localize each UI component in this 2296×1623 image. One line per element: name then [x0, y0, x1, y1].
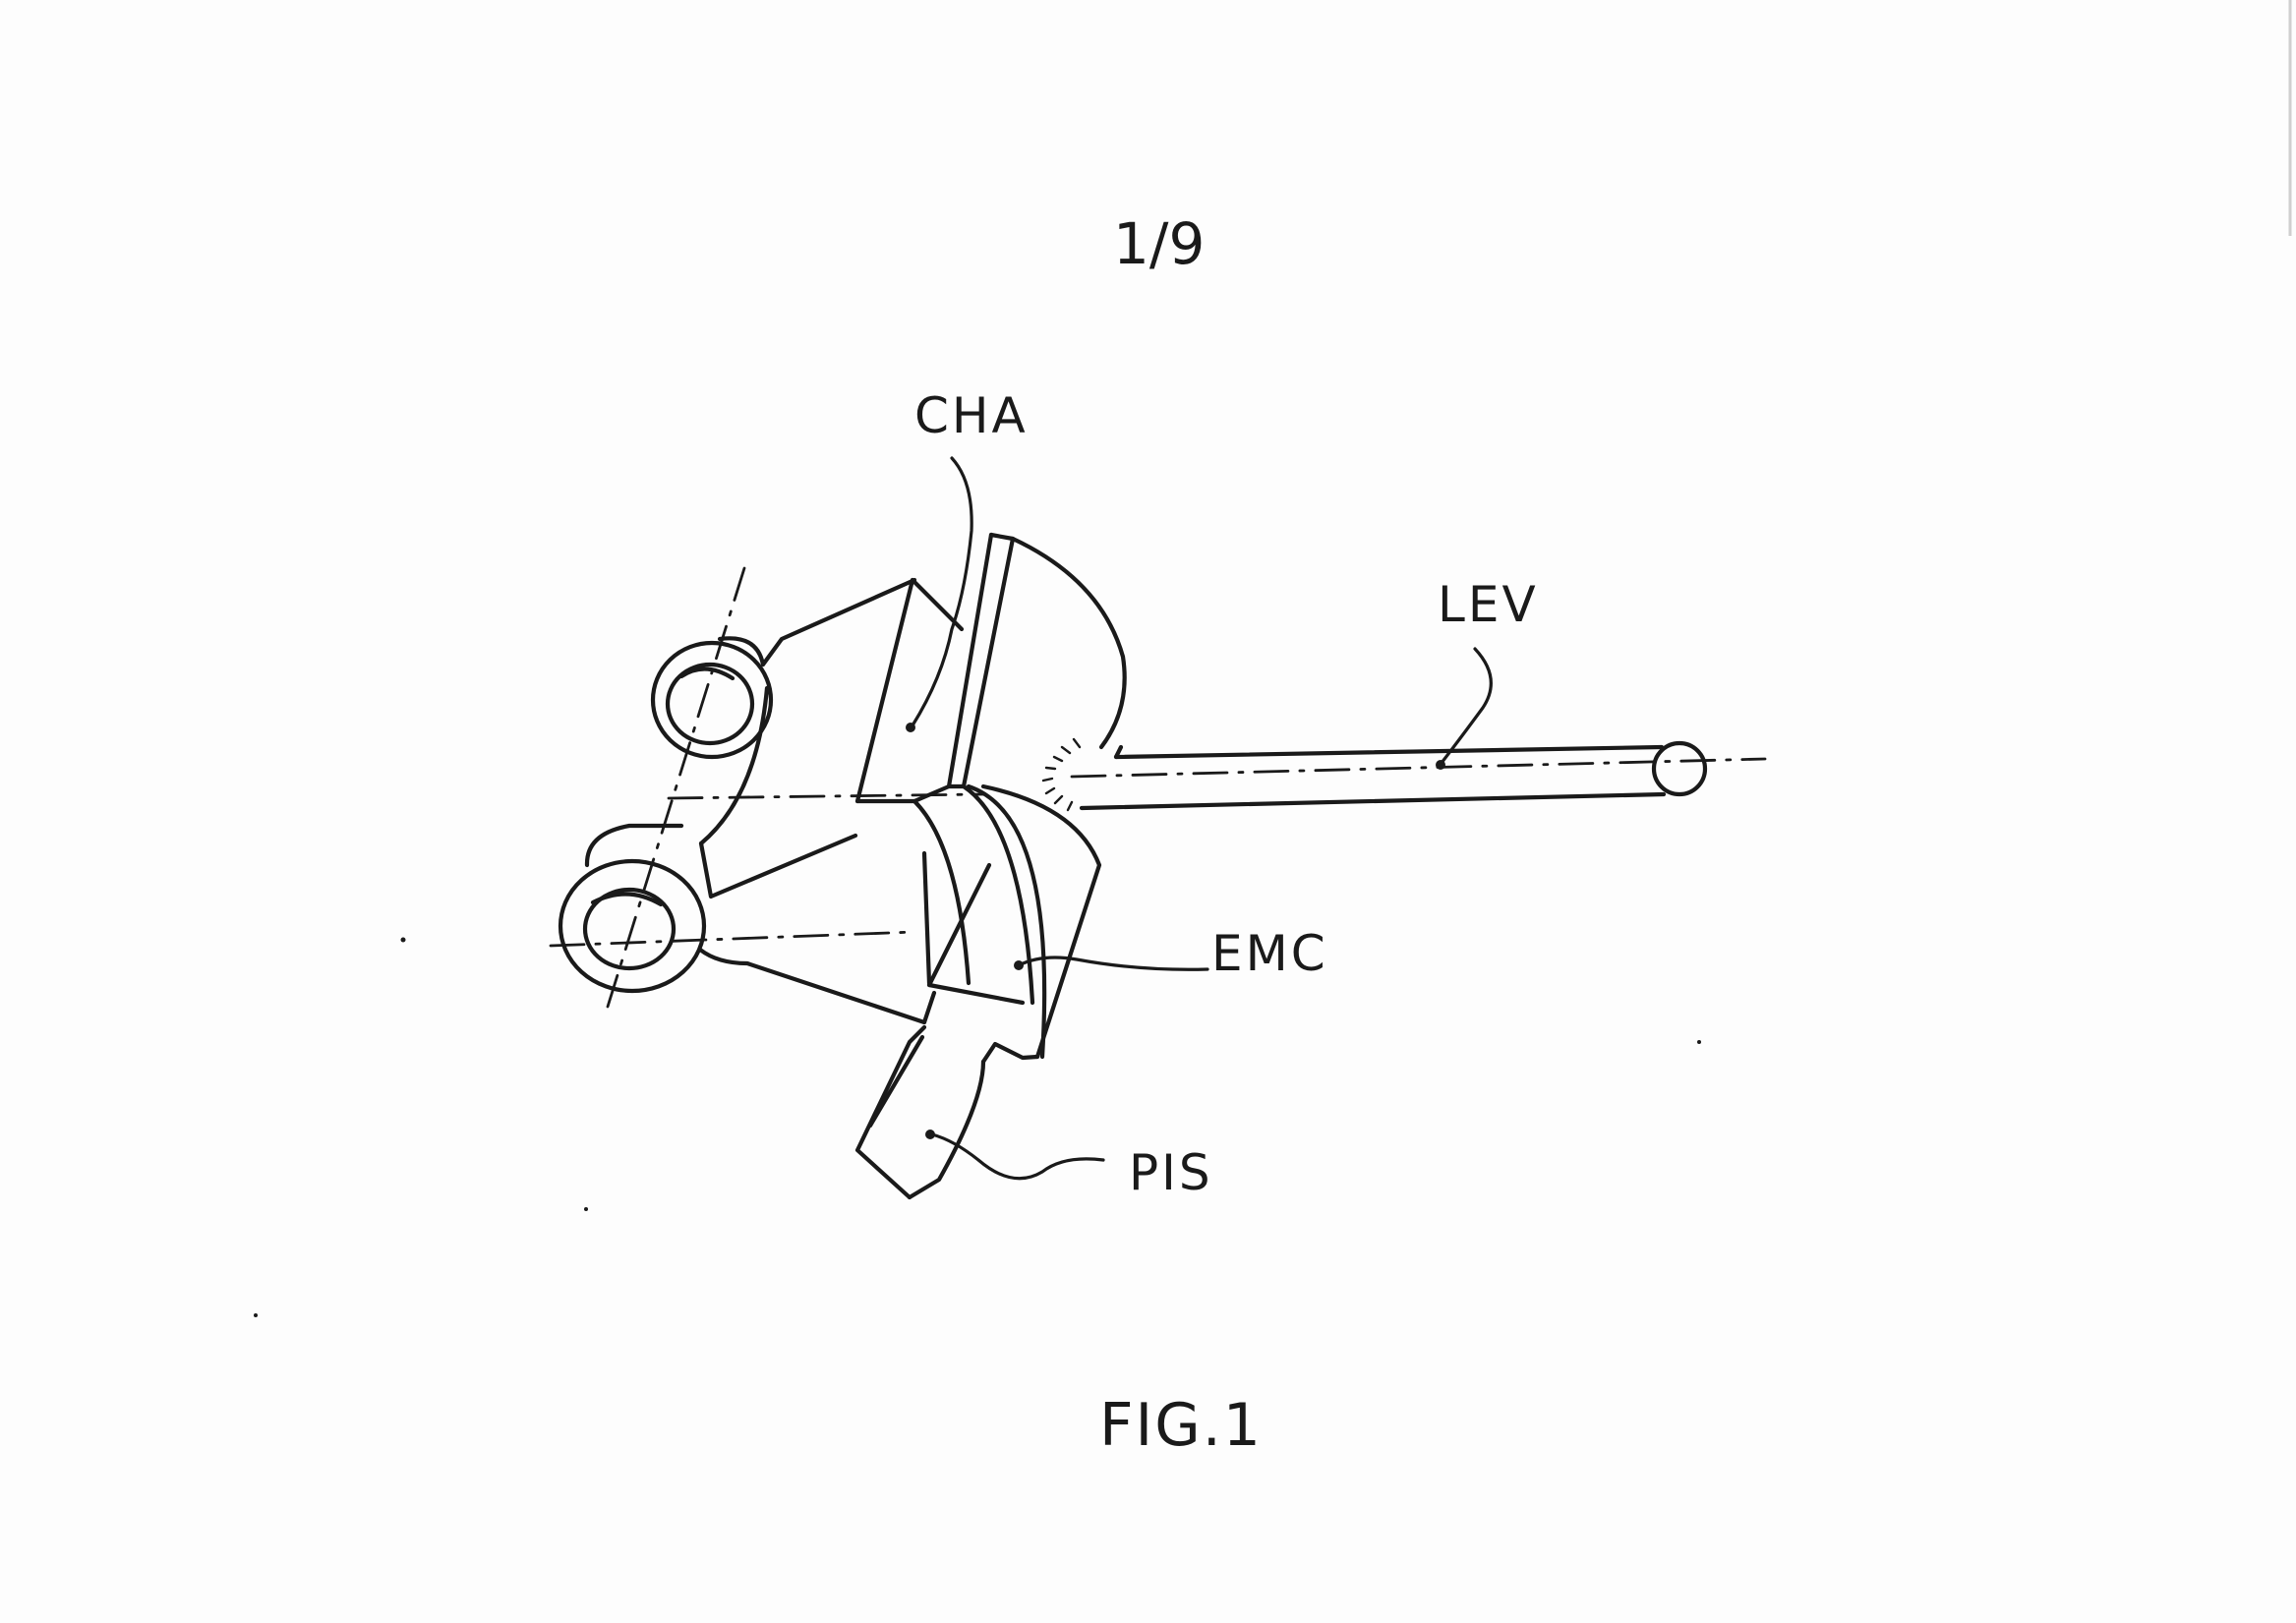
- scan-speck: [254, 1313, 258, 1317]
- lower-eye-inner: [582, 887, 677, 971]
- upper-eye-boss: [717, 636, 766, 667]
- lever-centerline: [1070, 757, 1767, 779]
- sector-web: [921, 850, 932, 986]
- pivot-axis: [606, 566, 746, 1009]
- lever-lev: [1041, 737, 1708, 812]
- label-lev: LEV: [1438, 576, 1539, 633]
- chassis-body: [697, 577, 965, 1025]
- chassis-rear-edge: [698, 685, 770, 846]
- piston-right: [907, 1059, 986, 1200]
- label-pis: PIS: [1129, 1144, 1213, 1201]
- upper-eye-outer: [650, 640, 774, 760]
- sector-bottom: [926, 982, 1026, 1006]
- scan-speck: [400, 937, 406, 943]
- leader-lev: [1440, 647, 1493, 765]
- lever-breakout-hatch: [1041, 737, 1082, 812]
- chassis-lower-arm: [697, 947, 927, 1025]
- leader-emc: [1017, 956, 1209, 971]
- lever-end-cap: [1651, 740, 1708, 797]
- leader-pis: [930, 1132, 1105, 1181]
- scan-speck: [584, 1207, 588, 1211]
- lever-top-edge: [1113, 744, 1665, 760]
- lever-bottom-edge: [1079, 791, 1667, 811]
- upper-eye-bore: [678, 667, 736, 681]
- leader-lev-dot: [1436, 760, 1445, 770]
- upper-eye-inner: [665, 662, 755, 746]
- piston-pis: [854, 1024, 1040, 1200]
- label-emc: EMC: [1211, 925, 1328, 982]
- scan-speck: [1697, 1040, 1701, 1044]
- lower-eye-outer: [558, 858, 707, 994]
- leader-cha-dot: [906, 723, 915, 732]
- piston-left: [854, 1024, 927, 1200]
- sheet-number: 1/9: [1113, 210, 1205, 277]
- plate-arc: [1010, 536, 1127, 750]
- figure-caption: FIG.1: [1099, 1391, 1263, 1460]
- label-cha: CHA: [914, 387, 1029, 444]
- sector-inner-left: [912, 798, 971, 986]
- leader-emc-dot: [1014, 960, 1024, 970]
- pivot-eye-upper: [650, 636, 774, 760]
- lower-eye-boss: [584, 823, 684, 868]
- leader-pis-dot: [925, 1130, 935, 1139]
- chassis-middle-arm: [698, 833, 858, 899]
- plate: [912, 532, 1127, 804]
- sector-cut: [926, 862, 992, 988]
- sector-outer-edge: [980, 783, 1102, 1060]
- pivot-eye-lower: [558, 823, 707, 994]
- chassis-block-left: [854, 577, 915, 804]
- lower-centerline: [549, 930, 916, 948]
- sector-outer-arc: [966, 783, 1047, 1060]
- upper-centerline: [667, 792, 985, 800]
- sector-emc: [912, 783, 1102, 1060]
- sector-corner: [921, 990, 937, 1025]
- piston-face: [867, 1034, 925, 1129]
- plate-back-edge: [912, 532, 994, 804]
- leader-cha: [911, 456, 973, 727]
- lower-eye-bore: [590, 892, 664, 907]
- chassis-top-arm: [760, 577, 917, 667]
- piston-shoulder: [980, 1041, 1040, 1065]
